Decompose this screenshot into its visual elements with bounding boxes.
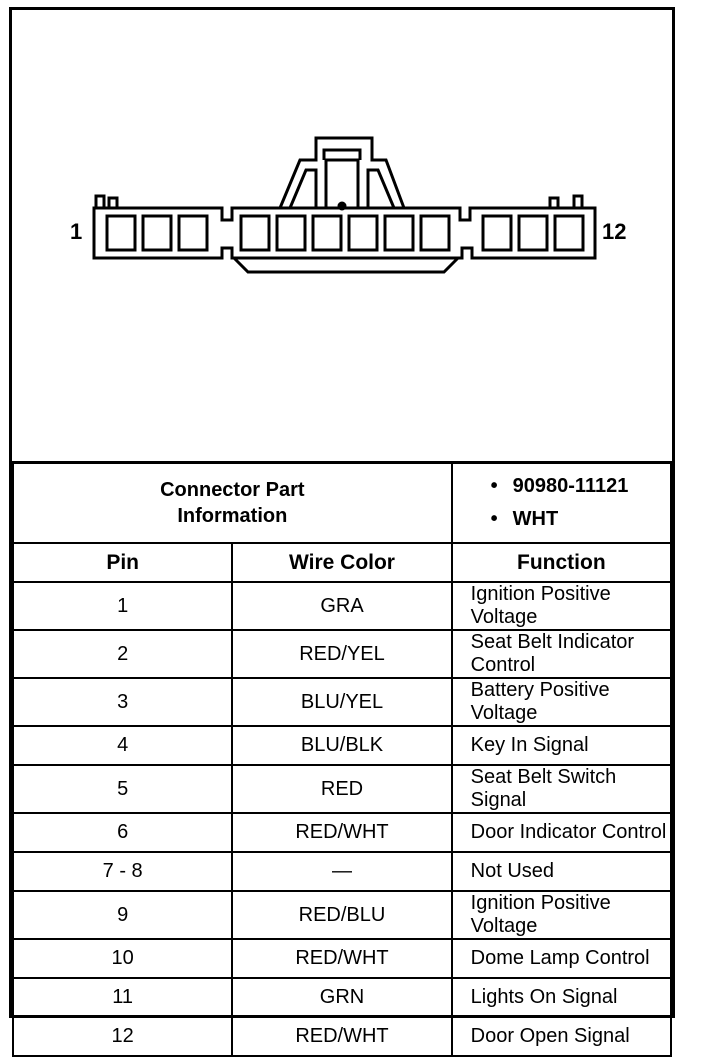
pin-cavity xyxy=(347,214,379,252)
connector-drawing xyxy=(92,136,597,274)
table-header-row: Pin Wire Color Function xyxy=(11,542,673,583)
pin-cell: 12 xyxy=(11,1016,234,1057)
wire-color-cell: GRN xyxy=(231,977,453,1018)
pin-cell: 11 xyxy=(11,977,234,1018)
connector-info-label: Connector Part Information xyxy=(12,461,453,544)
wire-color-cell: GRA xyxy=(231,581,453,631)
connector-color-line: • WHT xyxy=(491,503,670,536)
pin-cell: 10 xyxy=(11,938,234,979)
pin-cavity xyxy=(239,214,271,252)
function-cell: Door Open Signal xyxy=(450,1016,673,1057)
wire-color-cell: RED/WHT xyxy=(231,938,453,979)
part-number: 90980-11121 xyxy=(512,475,629,497)
wire-color-cell: RED/YEL xyxy=(231,629,453,679)
connector-color: WHT xyxy=(512,508,559,530)
right-post-2 xyxy=(572,194,584,208)
latch-dot xyxy=(337,201,347,211)
wire-color-cell: RED/WHT xyxy=(231,812,453,853)
bullet-icon: • xyxy=(490,508,498,530)
header-function: Function xyxy=(450,542,673,583)
pin-cavity xyxy=(141,214,173,252)
pin-cavity xyxy=(105,214,137,252)
function-cell: Ignition Positive Voltage xyxy=(450,890,673,940)
wire-color-cell: RED/WHT xyxy=(231,1016,453,1057)
pin-cavity xyxy=(481,214,513,252)
function-cell: Door Indicator Control xyxy=(450,812,673,853)
wire-color-cell: — xyxy=(231,851,453,892)
function-cell: Seat Belt Indicator Control xyxy=(450,629,673,679)
function-cell: Battery Positive Voltage xyxy=(450,677,673,727)
wire-color-cell: BLU/YEL xyxy=(231,677,453,727)
function-cell: Seat Belt Switch Signal xyxy=(450,764,673,814)
pin-cell: 4 xyxy=(11,725,234,766)
diagram-frame: 1 12 Connector Part Information •90980-1… xyxy=(9,7,675,1057)
pin-cell: 5 xyxy=(11,764,234,814)
pin-cavity xyxy=(419,214,451,252)
latch-top xyxy=(322,148,362,160)
pin-cavity xyxy=(275,214,307,252)
function-cell: Not Used xyxy=(450,851,673,892)
wire-color-cell: RED xyxy=(231,764,453,814)
connector-info-values: • 90980-11121 • WHT xyxy=(450,461,673,544)
connector-info-row: Connector Part Information • 90980-11121 … xyxy=(12,461,673,544)
left-post xyxy=(94,194,106,208)
pin-cavity xyxy=(553,214,585,252)
table-row: 7 - 8—Not Used xyxy=(11,851,673,892)
pin-cavity xyxy=(311,214,343,252)
right-post xyxy=(548,196,560,208)
wire-color-cell: BLU/BLK xyxy=(231,725,453,766)
pin-cell: 6 xyxy=(11,812,234,853)
connector-lip xyxy=(232,256,460,274)
header-wire-color: Wire Color xyxy=(231,542,453,583)
pin-cell: 2 xyxy=(11,629,234,679)
pin-cell: 3 xyxy=(11,677,234,727)
connector-diagram: 1 12 xyxy=(12,10,672,460)
pin-cavity xyxy=(517,214,549,252)
pinout-table: Connector Part Information • 90980-11121 … xyxy=(11,461,673,1057)
info-label-line1: Connector Part xyxy=(160,479,305,501)
info-label-line2: Information xyxy=(177,505,288,527)
last-pin-label: 12 xyxy=(602,219,627,244)
pin-cell: 9 xyxy=(11,890,234,940)
bullet-icon: • xyxy=(490,475,498,497)
pin-cavity xyxy=(383,214,415,252)
pin-cavity xyxy=(177,214,209,252)
wire-color-cell: RED/BLU xyxy=(231,890,453,940)
function-cell: Dome Lamp Control xyxy=(450,938,673,979)
header-pin: Pin xyxy=(11,542,234,583)
pin-cell: 1 xyxy=(11,581,234,631)
latch-inner-left xyxy=(288,168,318,209)
left-post-2 xyxy=(107,196,119,208)
latch-outer xyxy=(278,136,406,209)
function-cell: Lights On Signal xyxy=(450,977,673,1018)
pin-cell: 7 - 8 xyxy=(11,851,234,892)
function-cell: Key In Signal xyxy=(450,725,673,766)
first-pin-label: 1 xyxy=(70,219,83,244)
connector-body xyxy=(92,206,597,260)
part-number-line: • 90980-11121 xyxy=(491,470,670,503)
latch-tab xyxy=(324,158,360,208)
function-cell: Ignition Positive Voltage xyxy=(450,581,673,631)
latch-inner-right xyxy=(366,168,396,209)
